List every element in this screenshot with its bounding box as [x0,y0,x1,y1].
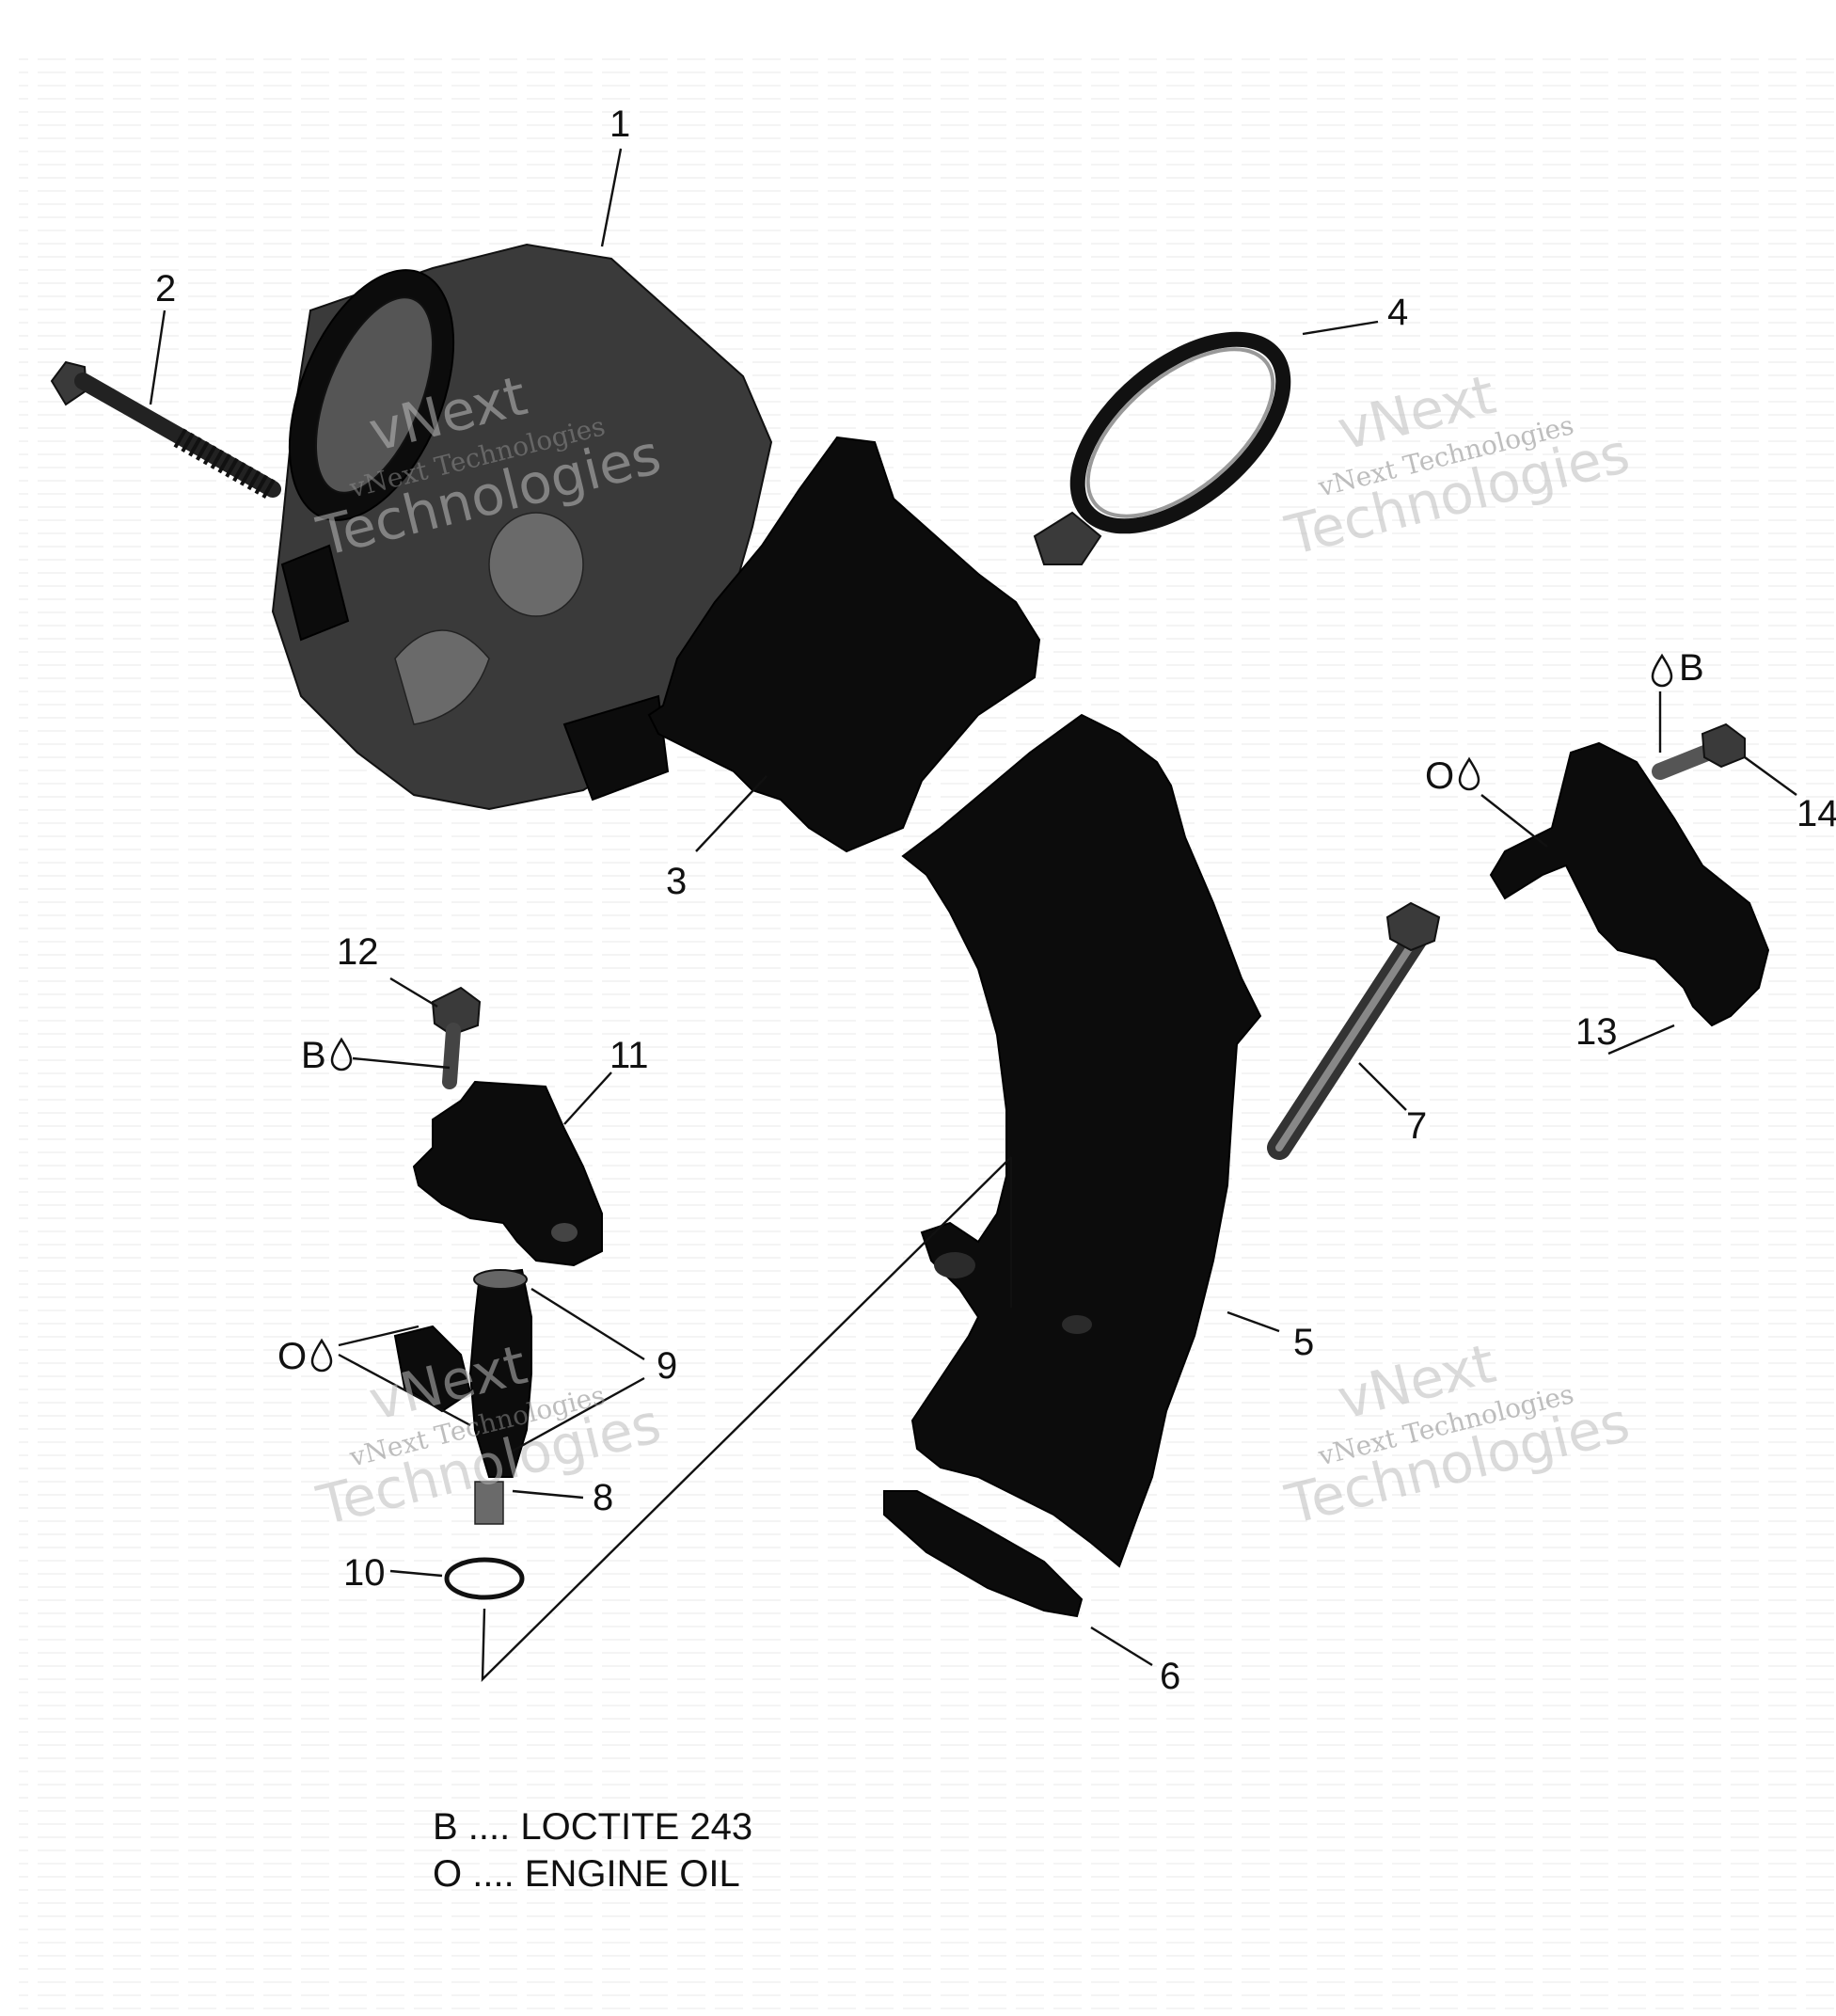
part-bolt[interactable] [1267,901,1441,1160]
svg-text:O: O [1425,755,1454,797]
drop-icon [1651,653,1673,688]
part-screw-long[interactable] [50,360,281,500]
part-intake-adaptor[interactable] [647,436,1041,853]
callout-1[interactable]: 1 [609,103,630,145]
drop-icon [310,1338,333,1373]
callout-12[interactable]: 12 [337,931,379,973]
part-screw-small[interactable] [431,986,482,1089]
callout-3[interactable]: 3 [666,861,687,902]
application-markers: B O B O [277,647,1704,1377]
callout-6[interactable]: 6 [1160,1656,1180,1697]
marker-b-top: B [1651,647,1704,689]
callout-13[interactable]: 13 [1575,1011,1618,1053]
part-sensor-bracket[interactable] [412,1080,603,1267]
callout-10[interactable]: 10 [343,1552,386,1594]
svg-text:B: B [301,1035,326,1076]
legend-engine-oil: O .... ENGINE OIL [433,1853,740,1895]
callout-4[interactable]: 4 [1387,292,1408,333]
watermark-top-left: vNext vNext Technologies Technologies [310,363,667,569]
drop-icon [1458,756,1480,791]
part-hose-clamp[interactable] [1033,304,1317,565]
svg-text:B: B [1679,647,1704,689]
part-intake-manifold[interactable] [901,713,1262,1568]
leader-lines [149,148,1797,1682]
part-fuel-injector[interactable] [393,1268,532,1478]
marker-b-left: B [301,1035,353,1076]
callout-labels: 1 2 3 4 5 6 7 8 9 10 11 12 13 14 [155,103,1836,1697]
marker-o-left: O [277,1336,333,1377]
callout-2[interactable]: 2 [155,268,176,310]
legend-loctite: B .... LOCTITE 243 [433,1806,752,1848]
part-o-ring[interactable] [444,1557,525,1600]
part-sensor[interactable] [1489,741,1770,1027]
legend: B .... LOCTITE 243 O .... ENGINE OIL [433,1806,752,1895]
drop-icon [330,1037,353,1071]
part-throttle-body[interactable] [257,243,773,811]
callout-5[interactable]: 5 [1293,1322,1314,1363]
marker-o-right: O [1425,755,1480,797]
callout-11[interactable]: 11 [609,1035,649,1076]
background-texture [19,47,1836,2016]
svg-text:O: O [277,1336,307,1377]
callout-8[interactable]: 8 [593,1477,613,1518]
callout-9[interactable]: 9 [657,1345,677,1387]
part-injector-tube[interactable] [474,1481,504,1525]
callout-7[interactable]: 7 [1406,1105,1427,1147]
callout-14[interactable]: 14 [1796,793,1836,834]
part-gasket[interactable] [883,1490,1084,1618]
